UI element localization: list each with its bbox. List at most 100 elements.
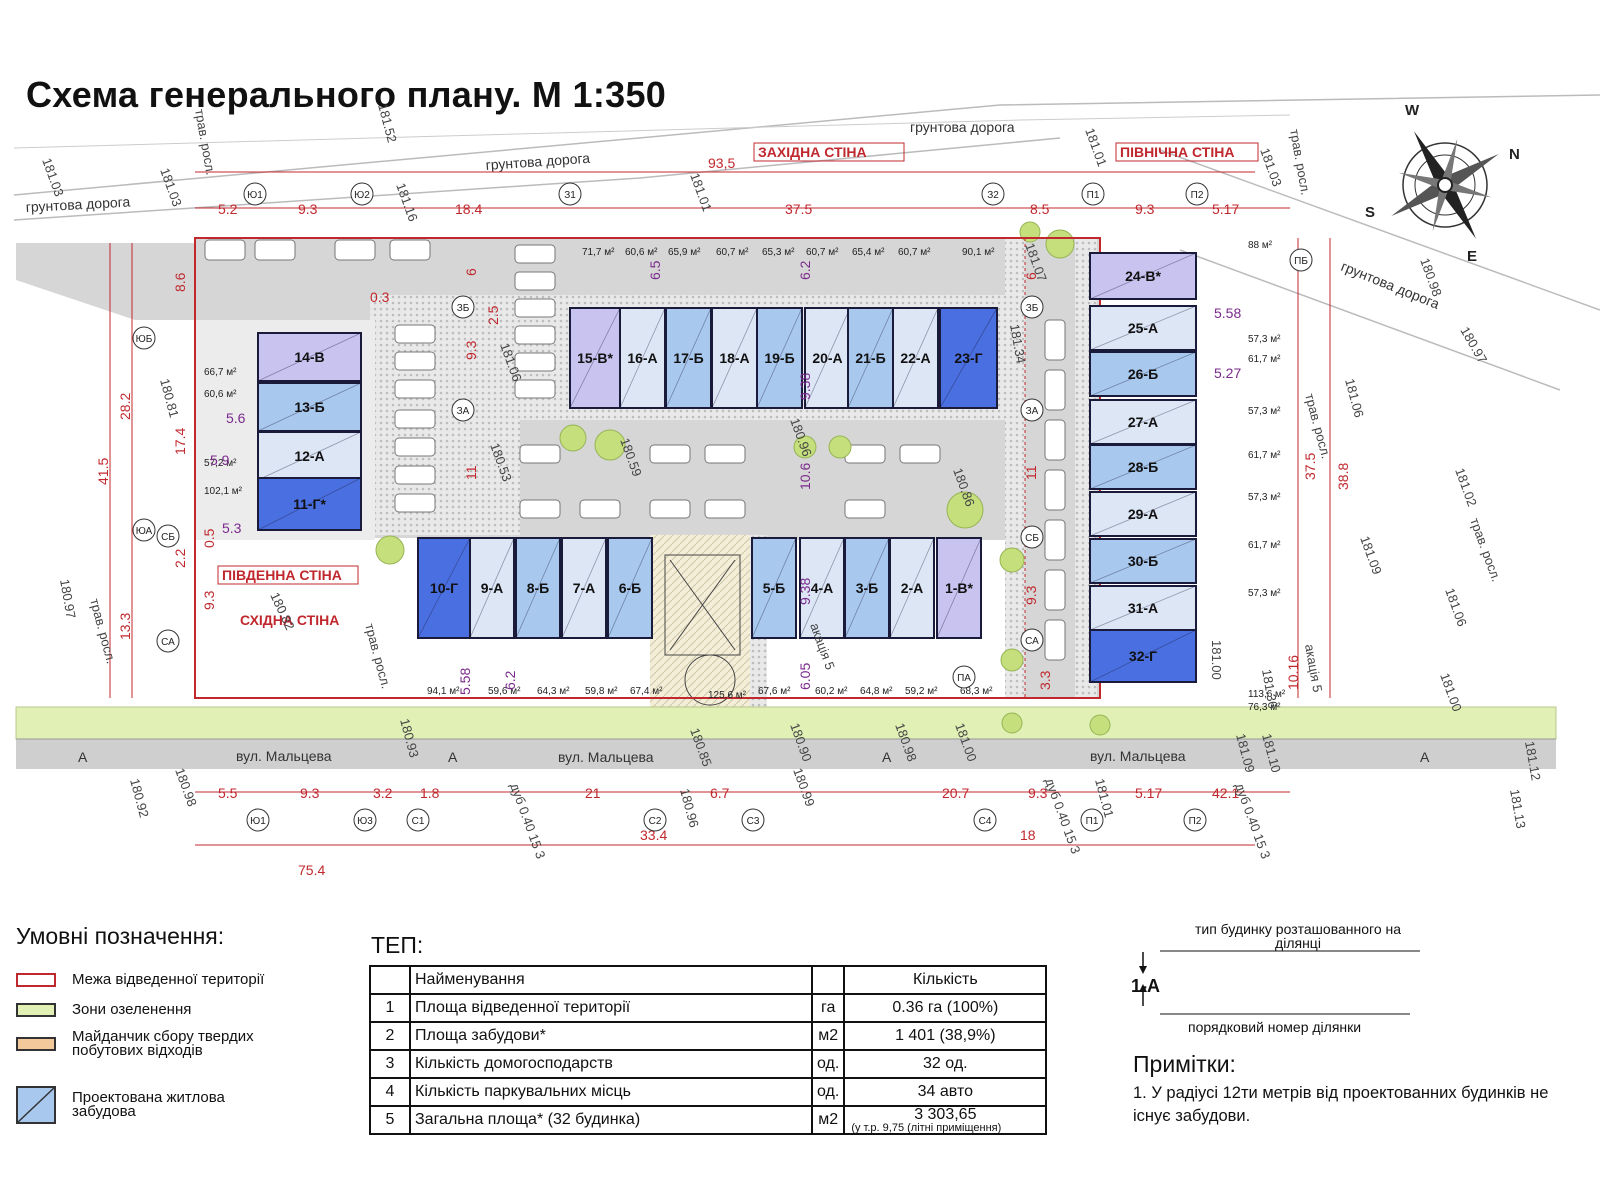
vegetation-label: трав. росл.	[1302, 392, 1334, 460]
tep-row-name: Площа забудови*	[409, 1021, 813, 1051]
area-label: 57,3 м²	[1248, 588, 1281, 599]
tep-row-num: 5	[369, 1105, 411, 1135]
buildings-right-column: 24-В*25-А26-Б27-А28-Б29-А30-Б31-А32-Г	[1089, 252, 1197, 683]
dim-purple-6: 6.05	[797, 663, 813, 690]
elevation-mark: 181.16	[393, 181, 421, 223]
building-label: 13-Б	[294, 399, 324, 415]
axis-circle	[350, 182, 374, 206]
dim-bottom-5: 21	[585, 785, 601, 801]
building-hatch	[939, 307, 998, 409]
axis-circle	[1020, 295, 1044, 319]
street-label-1: вул. Мальцева	[236, 748, 332, 764]
area-label: 102,1 м²	[204, 486, 243, 497]
building-hatch	[619, 307, 666, 409]
tep-row-num: 2	[369, 1021, 411, 1051]
building-14-В: 14-В	[257, 332, 362, 382]
building-hatch	[607, 537, 653, 639]
building-label: 31-А	[1128, 600, 1158, 616]
south-wall-label: ПІВДЕННА СТІНА	[222, 567, 342, 583]
building-label: 29-А	[1128, 506, 1158, 522]
axis-marker: СБ	[1020, 525, 1044, 549]
building-label: 32-Г	[1129, 648, 1157, 664]
elevation-mark: 181.09	[1357, 534, 1385, 576]
axis-marker: П1	[1081, 182, 1105, 206]
building-hatch	[804, 307, 851, 409]
axis-label: Ю1	[250, 816, 266, 827]
tep-row-num: 4	[369, 1077, 411, 1107]
vegetation-label: дуб 0.40 15 3	[507, 781, 548, 861]
area-label: 61,7 м²	[1248, 450, 1281, 461]
building-15-В-star: 15-В*	[569, 307, 621, 409]
building-label: 30-Б	[1128, 553, 1158, 569]
tep-row-unit: од.	[810, 1077, 846, 1107]
building-22-А: 22-А	[892, 307, 939, 409]
table-row: 2 Площа забудови* м2 1 401 (38,9%)	[369, 1021, 1048, 1051]
building-26-Б: 26-Б	[1089, 351, 1197, 397]
axis-circle	[156, 524, 180, 548]
dimension-lines	[109, 171, 1331, 846]
building-body	[561, 537, 607, 639]
axis-circle	[973, 808, 997, 832]
building-body	[1089, 491, 1197, 537]
area-label: 60,7 м²	[898, 247, 931, 258]
axis-circle	[558, 182, 582, 206]
building-body	[257, 332, 362, 382]
axis-circle	[952, 665, 976, 689]
building-body	[1089, 444, 1197, 490]
axis-circle	[246, 808, 270, 832]
tep-row-name: Кількість паркувальних місць	[409, 1077, 813, 1107]
tep-row-name: Площа відведенної території	[409, 993, 813, 1023]
building-label: 1-В*	[945, 580, 974, 596]
tep-table: Найменування Кількість 1 Площа відведенн…	[369, 965, 1048, 1135]
dirt-road-label-1: грунтова дорога	[25, 194, 130, 215]
area-label: 57,3 м²	[1248, 334, 1281, 345]
building-hatch	[1089, 399, 1197, 445]
building-13-Б: 13-Б	[257, 382, 362, 432]
building-23-Г: 23-Г	[939, 307, 998, 409]
area-label: 94,1 м²	[427, 686, 460, 697]
building-hatch	[257, 431, 362, 481]
area-label: 64,8 м²	[860, 686, 893, 697]
dim-right-3: 37.5	[1302, 453, 1318, 480]
elevation-mark: 181.06	[1342, 377, 1367, 419]
area-label: 65,4 м²	[852, 247, 885, 258]
dim-bottom-3: 3.2	[373, 785, 393, 801]
buildings-left-column: 14-В13-Б12-А11-Г*	[257, 332, 362, 531]
dim-left-4: 17.4	[172, 428, 188, 455]
tep-row-name: Кількість домогосподарств	[409, 1049, 813, 1079]
building-hatch	[751, 537, 797, 639]
dim-left-7: 9.3	[201, 590, 217, 610]
notes-title: Примітки:	[1133, 1051, 1236, 1077]
dim-right-8: 11	[1023, 465, 1039, 480]
dim-bottom-13: 75.4	[298, 862, 325, 878]
building-19-Б: 19-Б	[756, 307, 803, 409]
elevation-mark: 180.97	[57, 578, 79, 620]
dim-purple-2: 6.2	[797, 260, 813, 280]
tep-row-unit: м2	[810, 1021, 846, 1051]
building-body	[711, 307, 758, 409]
elevation-mark: 181.06	[1442, 586, 1470, 628]
vegetation-label: трав. росл.	[1287, 128, 1313, 196]
playground	[664, 554, 741, 706]
legend-item-boundary: Межа відведенної території	[16, 972, 292, 987]
building-label: 27-А	[1128, 414, 1158, 430]
axis-label: ПА	[957, 673, 971, 684]
area-label: 65,3 м²	[762, 247, 795, 258]
building-body	[257, 431, 362, 481]
building-label: 16-А	[627, 350, 657, 366]
dim-right-2: 5.27	[1214, 365, 1241, 381]
building-label: 20-А	[812, 350, 842, 366]
building-2-А: 2-А	[889, 537, 935, 639]
building-body	[804, 307, 851, 409]
building-label: 11-Г*	[293, 496, 326, 512]
building-body	[1089, 351, 1197, 397]
building-label: 9-А	[481, 580, 504, 596]
axis-label: ЮА	[136, 526, 153, 537]
dim-right-5: 10.16	[1285, 655, 1301, 690]
axis-label: П1	[1087, 190, 1100, 201]
building-7-А: 7-А	[561, 537, 607, 639]
building-body	[569, 307, 621, 409]
